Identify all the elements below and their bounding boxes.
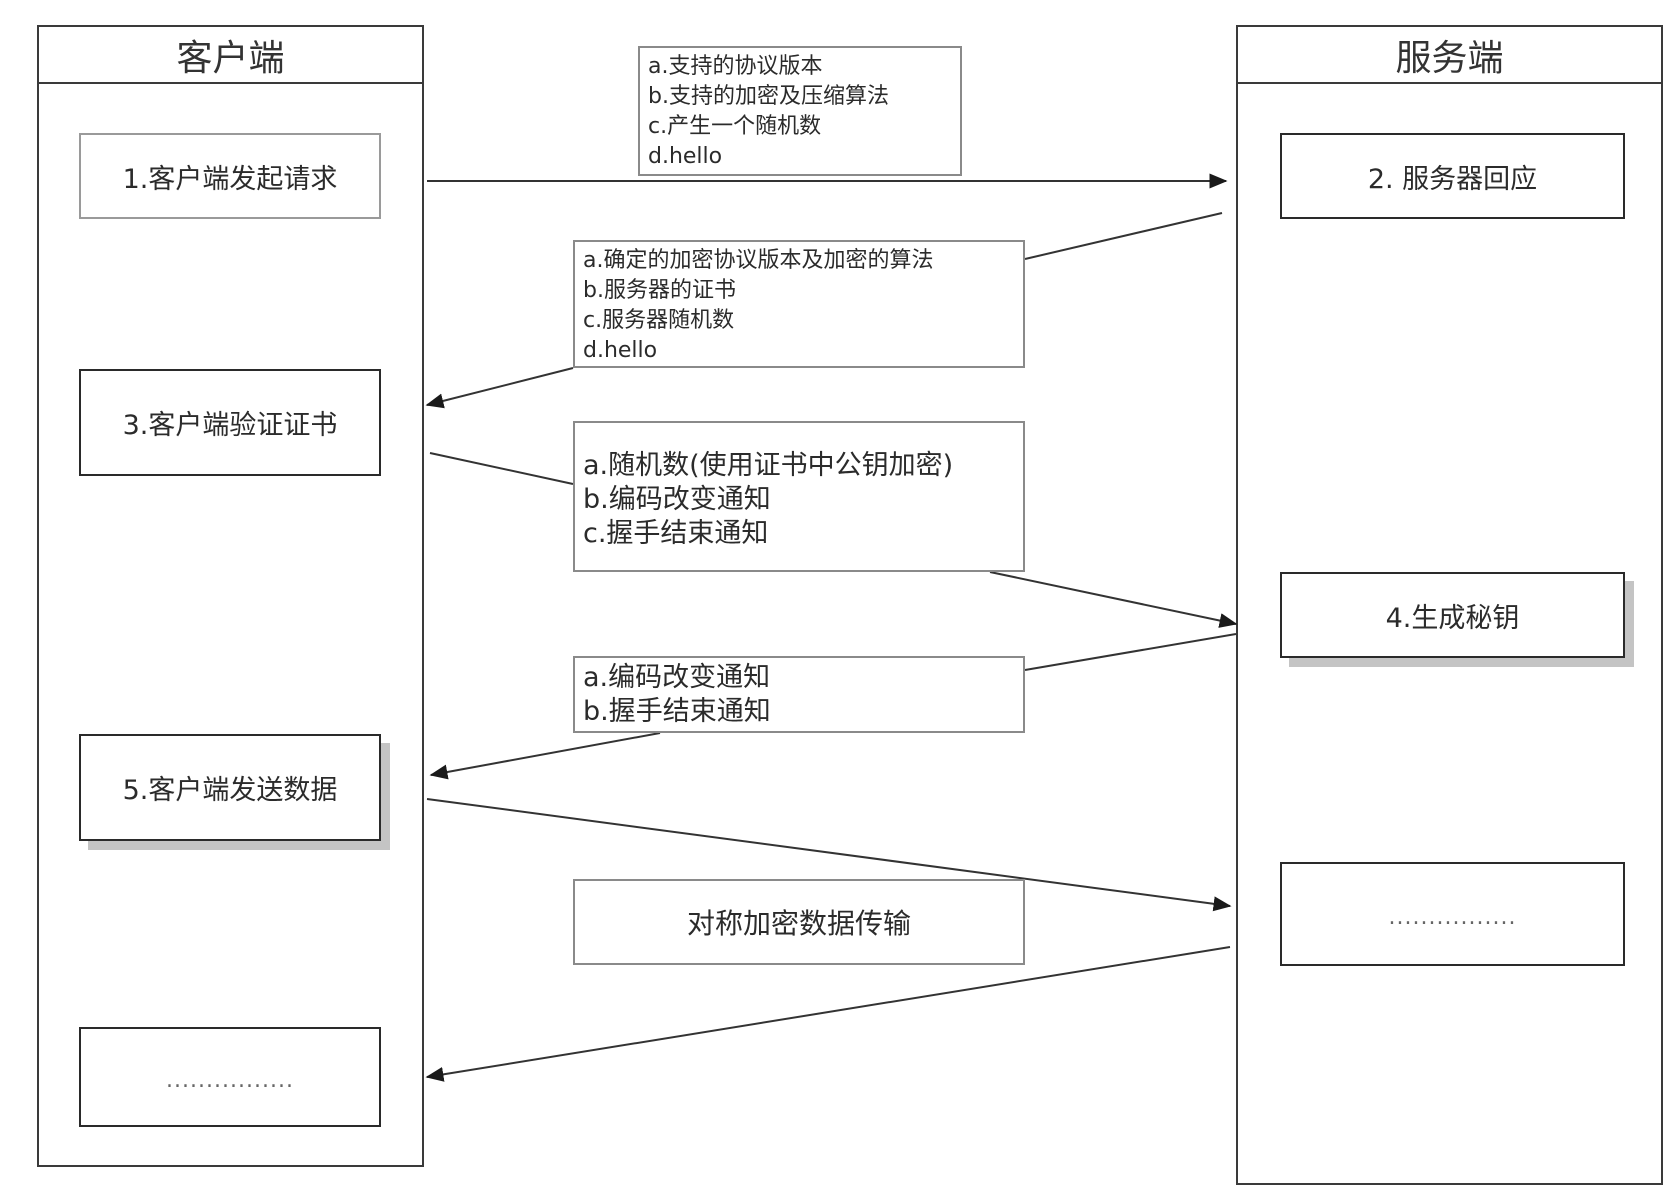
client-step-3: 3.客户端验证证书 — [79, 369, 381, 476]
message-box-symmetric-transfer: 对称加密数据传输 — [573, 879, 1025, 965]
server-step-4: 4.生成秘钥 — [1280, 572, 1625, 658]
server-step-4-label: 4.生成秘钥 — [1385, 602, 1520, 634]
client-step-ellipsis-label: ................ — [166, 1067, 294, 1093]
arrow-server-finish — [1024, 633, 1237, 671]
message-line: d.hello — [648, 144, 723, 169]
message-label: 对称加密数据传输 — [686, 907, 911, 940]
client-step-3-label: 3.客户端验证证书 — [122, 410, 338, 441]
client-lane-title: 客户端 — [39, 27, 422, 84]
arrow-server-hello — [1024, 212, 1223, 260]
message-line: d.hello — [583, 338, 658, 363]
message-box-server-finished: a.编码改变通知 b.握手结束通知 — [573, 656, 1025, 733]
message-line: c.服务器随机数 — [583, 308, 735, 333]
message-line: c.产生一个随机数 — [648, 114, 822, 139]
client-step-5-label: 5.客户端发送数据 — [122, 775, 338, 806]
arrow-client-data — [426, 798, 1232, 912]
arrow-server-finish-2 — [429, 732, 661, 780]
message-line: a.随机数(使用证书中公钥加密) — [583, 450, 954, 481]
server-step-ellipsis-label: ................ — [1388, 904, 1517, 930]
client-step-1-label: 1.客户端发起请求 — [122, 163, 338, 195]
message-line: b.服务器的证书 — [583, 278, 736, 303]
arrow-client-key — [429, 452, 574, 485]
arrow-server-hello-2 — [425, 367, 574, 409]
client-step-ellipsis: ................ — [79, 1027, 381, 1127]
message-box-client-key-exchange: a.随机数(使用证书中公钥加密) b.编码改变通知 c.握手结束通知 — [573, 421, 1025, 572]
message-box-client-hello: a.支持的协议版本 b.支持的加密及压缩算法 c.产生一个随机数 d.hello — [638, 46, 962, 176]
message-line: a.支持的协议版本 — [648, 54, 823, 79]
client-step-5: 5.客户端发送数据 — [79, 734, 381, 841]
server-lane-title: 服务端 — [1238, 27, 1661, 84]
message-line: b.握手结束通知 — [583, 696, 771, 727]
server-step-2-label: 2. 服务器回应 — [1367, 163, 1538, 195]
message-line: b.支持的加密及压缩算法 — [648, 84, 889, 109]
arrow-client-key-2 — [989, 571, 1238, 628]
message-line: c.握手结束通知 — [583, 518, 769, 549]
message-line: a.编码改变通知 — [583, 662, 771, 693]
client-step-1: 1.客户端发起请求 — [79, 133, 381, 219]
server-step-ellipsis: ................ — [1280, 862, 1625, 966]
message-box-server-hello: a.确定的加密协议版本及加密的算法 b.服务器的证书 c.服务器随机数 d.he… — [573, 240, 1025, 368]
arrow-server-data — [425, 946, 1231, 1082]
server-step-2: 2. 服务器回应 — [1280, 133, 1625, 219]
message-line: a.确定的加密协议版本及加密的算法 — [583, 248, 934, 273]
message-line: b.编码改变通知 — [583, 484, 771, 515]
